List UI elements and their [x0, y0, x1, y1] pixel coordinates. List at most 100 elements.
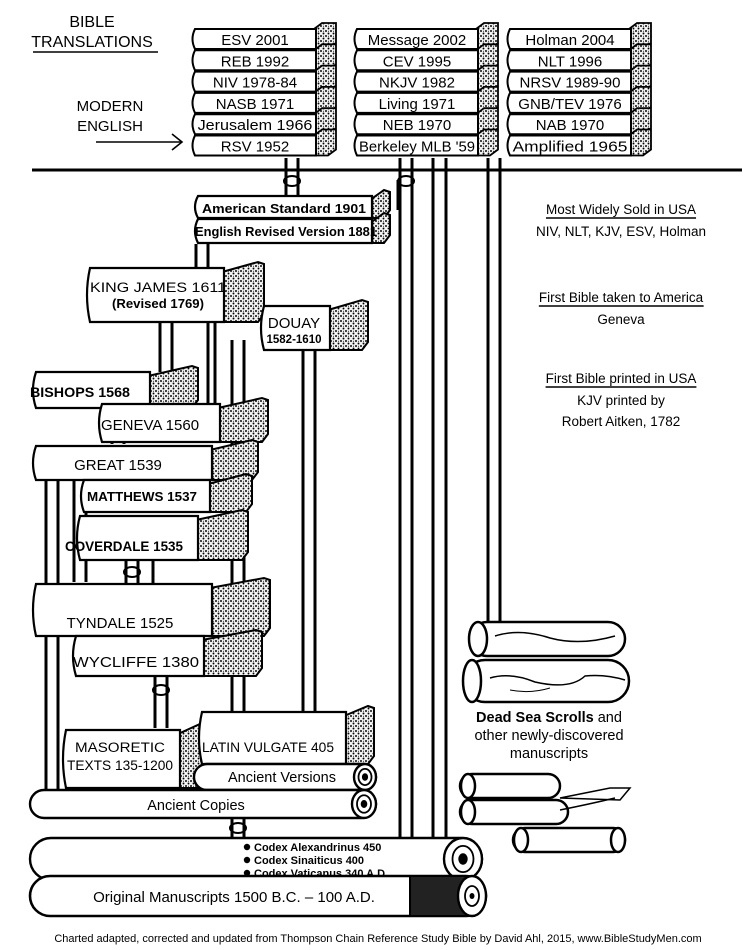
modern-book: NASB 1971: [191, 86, 337, 114]
fact-block: Most Widely Sold in USA NIV, NLT, KJV, ES…: [536, 202, 706, 239]
book-english-revised: English Revised Version 1881: [193, 211, 391, 245]
modern-book: NAB 1970: [506, 107, 652, 136]
facts-panel: Most Widely Sold in USA NIV, NLT, KJV, ES…: [536, 202, 706, 429]
fact-heading: Most Widely Sold in USA: [546, 202, 696, 217]
book-wycliffe: WYCLIFFE 1380: [71, 628, 263, 678]
geneva-label: GENEVA 1560: [101, 417, 199, 434]
modern-book: Holman 2004: [506, 22, 652, 50]
modern-book-label: NKJV 1982: [379, 75, 455, 92]
english-revised-label: English Revised Version 1881: [195, 225, 377, 239]
masoretic-years-label: TEXTS 135-1200: [67, 758, 173, 773]
fact-heading: First Bible taken to America: [539, 290, 704, 305]
modern-book-label: NIV 1978-84: [213, 75, 297, 92]
douay-years-label: 1582-1610: [267, 334, 322, 346]
fact-line: KJV printed by: [577, 393, 665, 408]
fact-line: Robert Aitken, 1782: [562, 414, 681, 429]
title-translations: TRANSLATIONS: [31, 34, 153, 51]
label-english: ENGLISH: [77, 118, 143, 135]
modern-book: Berkeley MLB '59: [353, 128, 499, 157]
bullet-icon: [243, 856, 251, 864]
modern-book: NLT 1996: [506, 43, 652, 72]
fact-line: NIV, NLT, KJV, ESV, Holman: [536, 224, 706, 239]
modern-book: Living 1971: [353, 86, 499, 114]
modern-book-label: NEB 1970: [383, 117, 451, 134]
modern-book-label: RSV 1952: [221, 139, 289, 156]
scroll-icon: [461, 620, 631, 704]
book-american-standard: American Standard 1901: [193, 188, 391, 220]
dead-sea-line2: other newly-discovered: [474, 728, 623, 744]
modern-book-label: NLT 1996: [538, 53, 603, 70]
book-coverdale: COVERDALE 1535: [65, 508, 249, 562]
modern-book-label: Berkeley MLB '59: [359, 139, 475, 156]
bullet-icon: [243, 869, 251, 877]
ancient-versions-scroll: Ancient Versions: [192, 762, 378, 792]
modern-book-label: Holman 2004: [525, 32, 614, 49]
masoretic-label: MASORETIC: [75, 740, 165, 755]
modern-book: CEV 1995: [353, 43, 499, 72]
modern-book: Message 2002: [353, 22, 499, 50]
modern-book: ESV 2001: [191, 22, 337, 50]
book-douay: DOUAY 1582-1610: [259, 298, 369, 352]
modern-book-label: GNB/TEV 1976: [518, 96, 621, 113]
scroll-stack-icon: [458, 772, 632, 854]
ancient-copies-label: Ancient Copies: [147, 798, 245, 814]
latin-vulgate-label: LATIN VULGATE 405: [202, 739, 334, 755]
king-james-label: KING JAMES 1611: [90, 280, 226, 295]
modern-book-label: Jerusalem 1966: [198, 117, 313, 134]
title-bible: BIBLE: [69, 14, 114, 31]
modern-book: RSV 1952: [191, 128, 337, 157]
modern-book-label: NRSV 1989-90: [520, 75, 621, 92]
book-latin-vulgate: LATIN VULGATE 405: [197, 704, 375, 766]
modern-book: NEB 1970: [353, 107, 499, 136]
book-bishops: BISHOPS 1568: [30, 364, 199, 410]
modern-book-label: ESV 2001: [221, 32, 289, 49]
modern-book: NIV 1978-84: [191, 64, 337, 93]
dead-sea-label-rest: and: [594, 710, 622, 726]
great-label: GREAT 1539: [74, 457, 162, 474]
ancient-copies-scroll: Ancient Copies: [28, 788, 378, 820]
modern-book-label: Living 1971: [379, 96, 456, 113]
label-modern: MODERN: [77, 98, 144, 115]
ancient-versions-label: Ancient Versions: [228, 770, 336, 786]
modern-book: Amplified 1965: [506, 128, 652, 157]
modern-book-label: CEV 1995: [383, 53, 451, 70]
bishops-label: BISHOPS 1568: [30, 384, 130, 400]
matthews-label: MATTHEWS 1537: [87, 489, 197, 504]
modern-book-label: Message 2002: [368, 32, 466, 49]
codex-label: Codex Sinaiticus 400: [254, 855, 364, 867]
american-standard-label: American Standard 1901: [202, 202, 366, 216]
fact-line: Geneva: [597, 312, 645, 327]
dead-sea-line3: manuscripts: [510, 746, 588, 762]
douay-label: DOUAY: [268, 315, 320, 332]
fact-block: First Bible printed in USA KJV printed by…: [545, 371, 697, 429]
bullet-icon: [243, 843, 251, 851]
modern-book: REB 1992: [191, 43, 337, 72]
line-ticks: [123, 175, 415, 834]
arrow-icon: [96, 133, 184, 151]
wycliffe-label: WYCLIFFE 1380: [73, 654, 199, 671]
codex-label: Codex Alexandrinus 450: [254, 842, 381, 854]
book-tyndale: TYNDALE 1525: [31, 576, 271, 638]
original-manuscripts-label: Original Manuscripts 1500 B.C. – 100 A.D…: [93, 889, 375, 906]
modern-book: NRSV 1989-90: [506, 64, 652, 93]
fact-heading: First Bible printed in USA: [546, 371, 697, 386]
footer-credit: Charted adapted, corrected and updated f…: [54, 933, 701, 945]
modern-book-label: Amplified 1965: [513, 139, 628, 156]
modern-book-label: REB 1992: [221, 53, 289, 70]
modern-book-label: NASB 1971: [216, 96, 294, 113]
modern-book: NKJV 1982: [353, 64, 499, 93]
book-matthews: MATTHEWS 1537: [79, 472, 253, 514]
dead-sea-label-bold: Dead Sea Scrolls: [476, 710, 594, 726]
dead-sea-label: Dead Sea Scrolls and: [476, 710, 622, 726]
book-masoretic: MASORETIC TEXTS 135-1200: [61, 722, 207, 790]
king-james-revised-label: (Revised 1769): [112, 297, 204, 311]
original-manuscripts-scroll: Original Manuscripts 1500 B.C. – 100 A.D…: [28, 874, 488, 918]
modern-book-label: NAB 1970: [536, 117, 604, 134]
book-geneva: GENEVA 1560: [97, 396, 269, 444]
modern-book: Jerusalem 1966: [191, 107, 337, 136]
